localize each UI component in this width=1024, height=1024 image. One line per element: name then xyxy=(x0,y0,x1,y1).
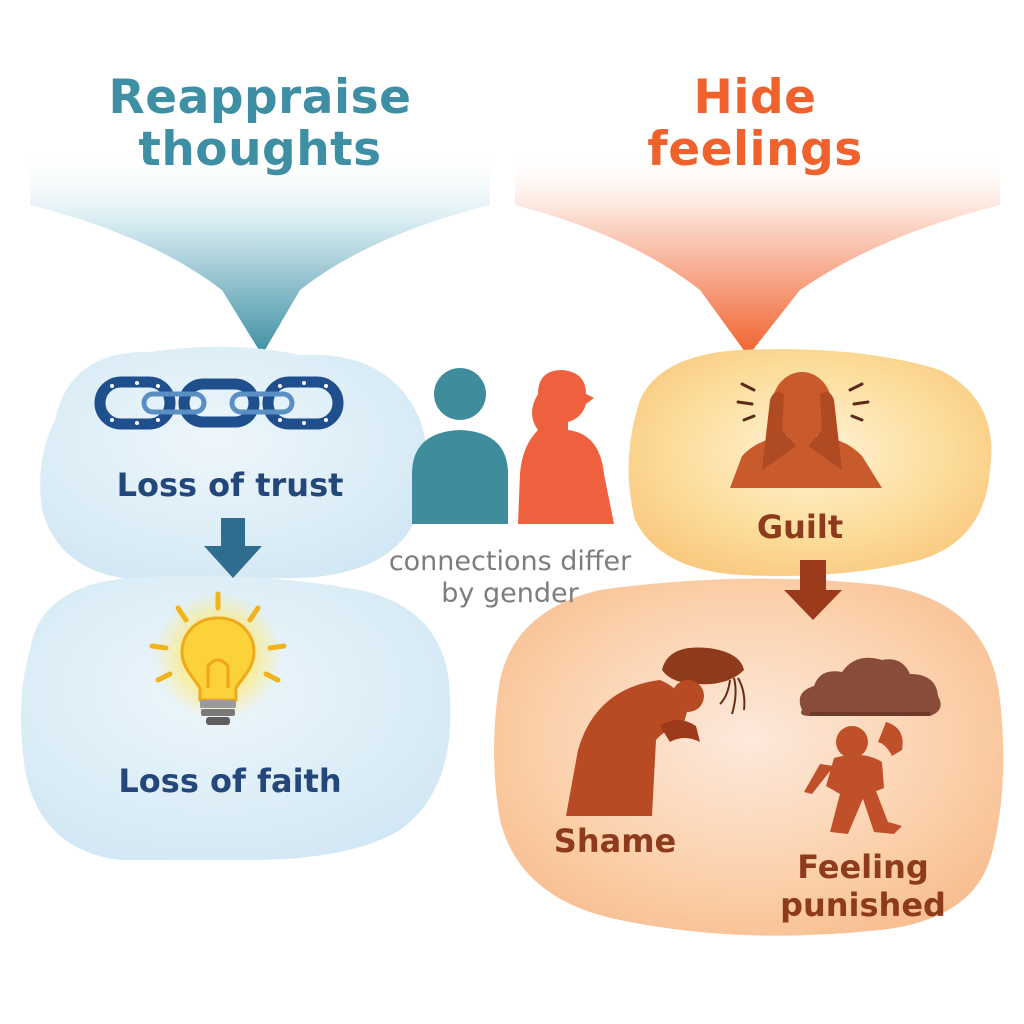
node-label: Shame xyxy=(553,822,677,860)
head-in-hands-icon xyxy=(730,372,882,488)
node-shame: Shame xyxy=(520,822,710,860)
node-guilt: Guilt xyxy=(700,508,900,546)
lightbulb-icon xyxy=(149,591,287,725)
node-label-line: punished xyxy=(780,886,946,924)
node-feeling-punished: Feeling punished xyxy=(738,848,988,924)
node-label: Loss of faith xyxy=(118,762,342,800)
left-top-cloud xyxy=(40,346,429,580)
right-title: Hide feelings xyxy=(647,70,863,177)
node-loss-of-faith: Loss of faith xyxy=(60,762,400,800)
right-down-arrow xyxy=(784,560,842,620)
right-arrow-shape xyxy=(515,150,1000,356)
chain-icon xyxy=(94,376,344,430)
gender-note: connections differ by gender xyxy=(388,546,632,609)
left-bottom-cloud xyxy=(21,575,451,860)
figure-under-cloud-icon xyxy=(799,657,941,834)
man-woman-icon xyxy=(412,368,614,524)
node-label-line: Feeling xyxy=(797,848,929,886)
bowed-figure-icon xyxy=(566,647,746,816)
node-label: Loss of trust xyxy=(116,466,344,504)
left-title: Reappraise thoughts xyxy=(108,70,412,177)
left-down-arrow xyxy=(204,518,262,578)
left-arrow-shape xyxy=(30,150,490,355)
node-label: Guilt xyxy=(756,508,844,546)
node-loss-of-trust: Loss of trust xyxy=(60,466,400,504)
